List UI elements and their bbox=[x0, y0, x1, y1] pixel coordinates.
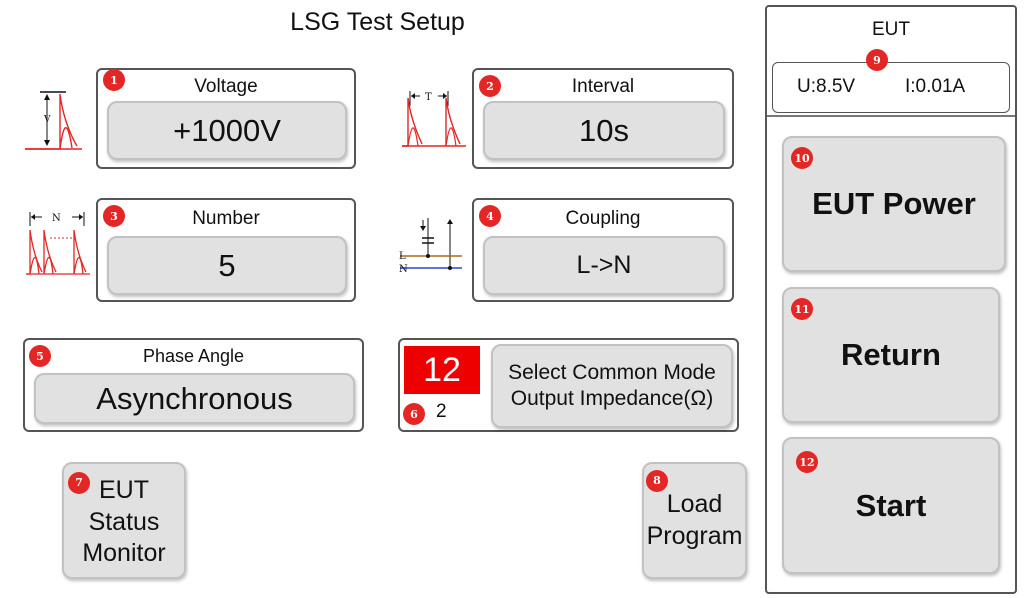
eut-status-monitor-button[interactable]: 7 EUT Status Monitor bbox=[62, 462, 186, 579]
impedance-panel: 12 6 2 Select Common Mode Output Impedan… bbox=[398, 338, 739, 432]
number-icon-letter: N bbox=[52, 213, 61, 224]
coupling-panel: 4 Coupling L->N bbox=[472, 198, 734, 302]
eut-current-readout: I:0.01A bbox=[905, 76, 966, 97]
eut-status-label: EUT Status Monitor bbox=[82, 475, 166, 568]
coupling-icon-n: N bbox=[399, 264, 408, 275]
load-program-label: Load Program bbox=[646, 489, 743, 550]
eut-readout-badge: 9 bbox=[866, 49, 888, 71]
voltage-value: +1000V bbox=[173, 112, 281, 148]
voltage-badge: 1 bbox=[103, 69, 125, 91]
impedance-badge: 6 bbox=[403, 403, 425, 425]
voltage-label: Voltage bbox=[194, 76, 258, 97]
start-button[interactable]: 12 Start bbox=[782, 437, 1000, 574]
return-label: Return bbox=[841, 337, 941, 372]
return-badge: 11 bbox=[791, 298, 813, 320]
voltage-panel: 1 Voltage +1000V bbox=[96, 68, 356, 169]
number-badge: 3 bbox=[103, 205, 125, 227]
coupling-value: L->N bbox=[576, 251, 632, 279]
eut-power-badge: 10 bbox=[791, 147, 813, 169]
select-impedance-button[interactable]: Select Common Mode Output Impedance(Ω) bbox=[491, 344, 733, 428]
interval-waveform-icon: T bbox=[400, 86, 468, 152]
phase-angle-badge: 5 bbox=[29, 345, 51, 367]
interval-value-button[interactable]: 10s bbox=[483, 101, 725, 160]
phase-angle-label: Phase Angle bbox=[142, 346, 245, 366]
eut-voltage-readout: U:8.5V bbox=[797, 76, 856, 97]
load-program-button[interactable]: 8 Load Program bbox=[642, 462, 747, 579]
eut-readout-box: U:8.5V I:0.01A bbox=[772, 62, 1010, 113]
coupling-label: Coupling bbox=[565, 208, 641, 229]
page-title: LSG Test Setup bbox=[290, 8, 465, 36]
return-button[interactable]: 11 Return bbox=[782, 287, 1000, 423]
load-program-badge: 8 bbox=[646, 470, 668, 492]
coupling-value-button[interactable]: L->N bbox=[483, 236, 725, 295]
impedance-value-box: 12 bbox=[404, 346, 480, 394]
eut-status-badge: 7 bbox=[68, 472, 90, 494]
sidebar-divider bbox=[767, 115, 1015, 117]
interval-badge: 2 bbox=[479, 75, 501, 97]
voltage-value-button[interactable]: +1000V bbox=[107, 101, 347, 160]
coupling-icon-l: L bbox=[399, 251, 406, 262]
phase-angle-panel: 5 Phase Angle Asynchronous bbox=[23, 338, 364, 432]
interval-panel: 2 Interval 10s bbox=[472, 68, 734, 169]
eut-title: EUT bbox=[872, 19, 910, 40]
coupling-badge: 4 bbox=[479, 205, 501, 227]
interval-value: 10s bbox=[579, 112, 629, 148]
interval-icon-letter: T bbox=[425, 92, 432, 103]
impedance-sub-value: 2 bbox=[436, 401, 447, 422]
eut-power-label: EUT Power bbox=[812, 186, 976, 221]
start-label: Start bbox=[855, 487, 927, 523]
voltage-waveform-icon: V bbox=[22, 86, 82, 152]
phase-angle-value: Asynchronous bbox=[96, 380, 293, 416]
number-value-button[interactable]: 5 bbox=[107, 236, 347, 295]
voltage-icon-letter: V bbox=[43, 115, 51, 125]
number-value: 5 bbox=[218, 247, 236, 283]
select-impedance-label: Select Common Mode Output Impedance(Ω) bbox=[508, 360, 716, 410]
eut-power-button[interactable]: 10 EUT Power bbox=[782, 136, 1006, 272]
number-waveform-icon: N bbox=[24, 208, 92, 278]
start-badge: 12 bbox=[796, 451, 818, 473]
coupling-circuit-icon: L N bbox=[398, 214, 464, 276]
impedance-value: 12 bbox=[423, 350, 461, 389]
interval-label: Interval bbox=[571, 76, 635, 97]
number-label: Number bbox=[192, 208, 260, 229]
number-panel: 3 Number 5 bbox=[96, 198, 356, 302]
phase-angle-value-button[interactable]: Asynchronous bbox=[34, 373, 355, 424]
